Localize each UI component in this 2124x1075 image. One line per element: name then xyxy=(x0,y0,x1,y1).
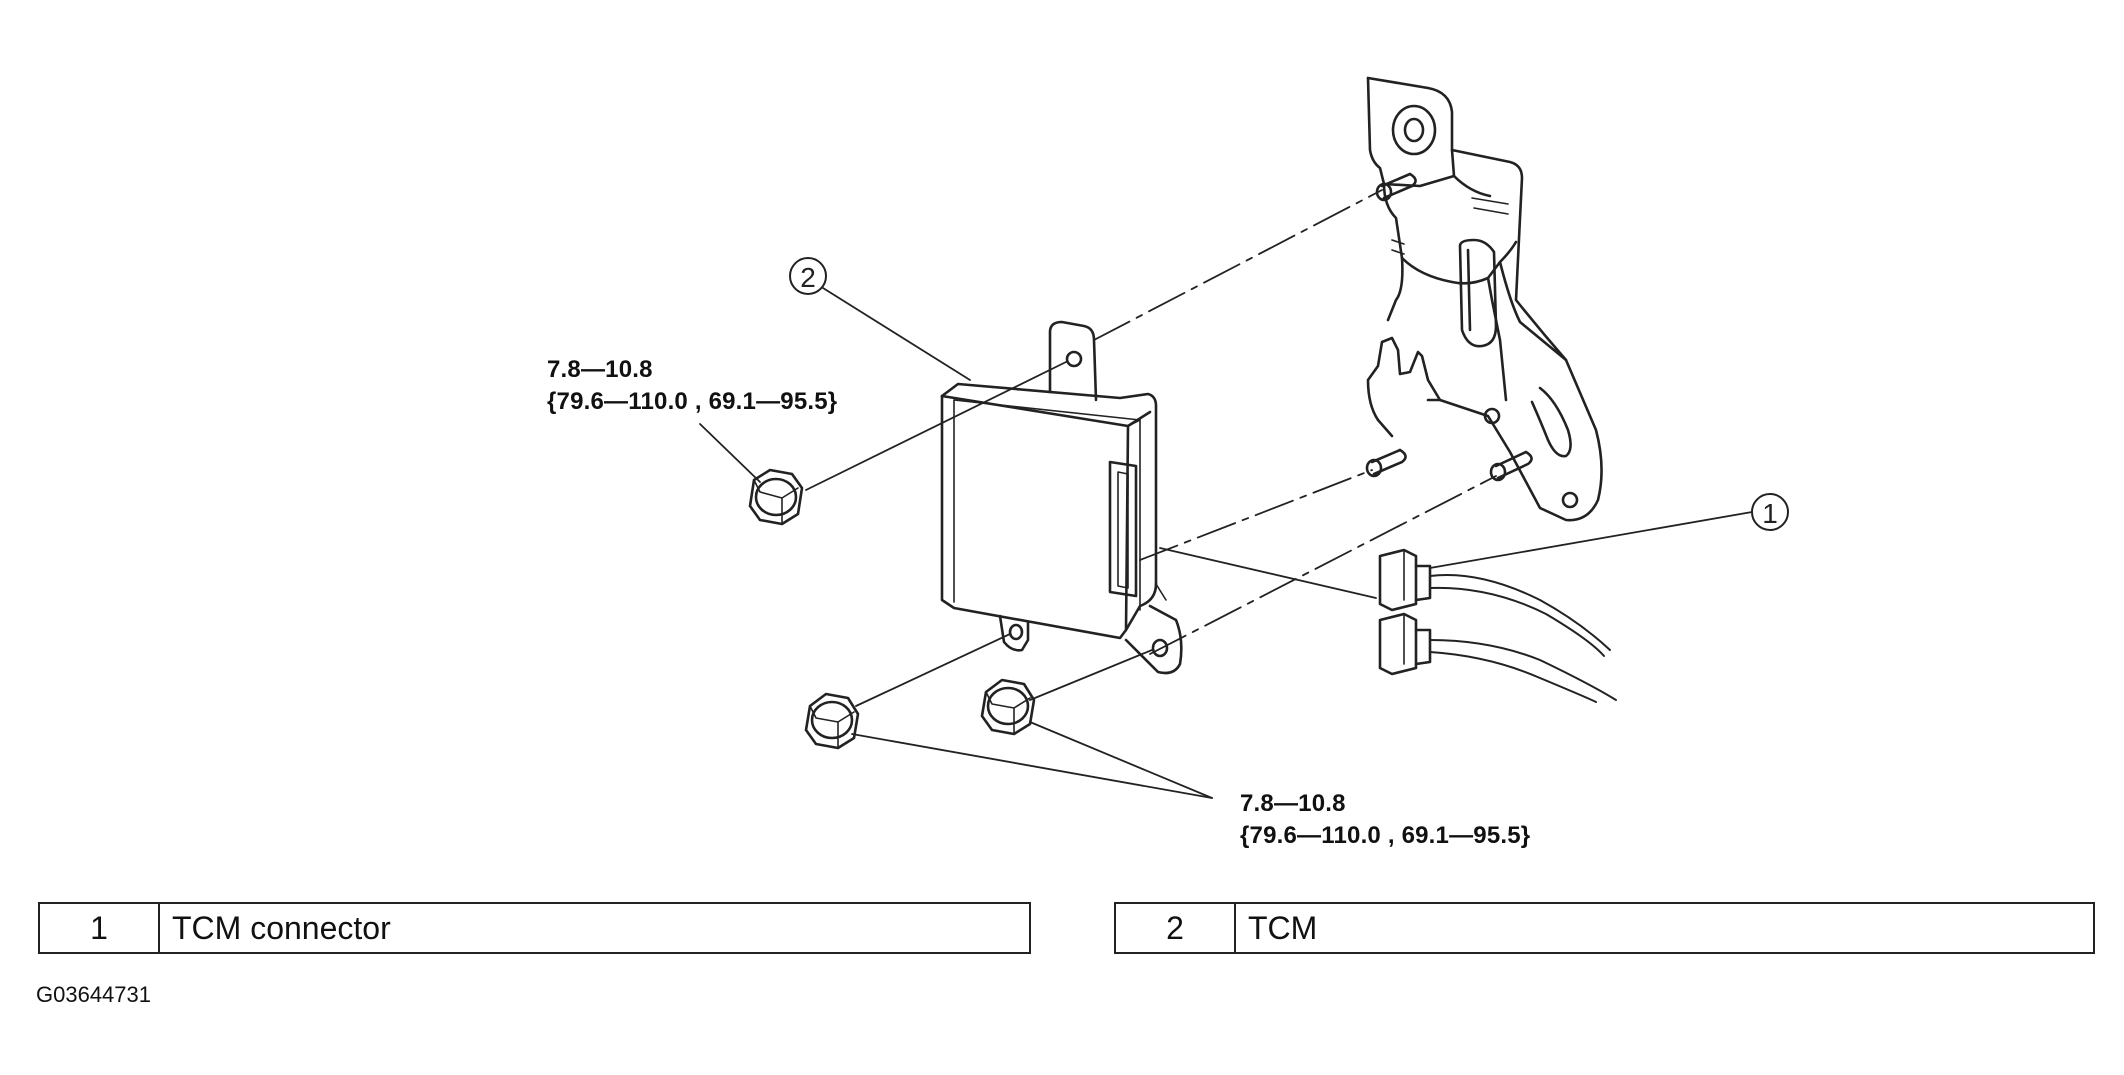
legend-name: TCM xyxy=(1248,909,1318,946)
callout-2: 2 xyxy=(789,257,827,295)
legend-name: TCM connector xyxy=(172,909,391,946)
torque-spec-lower: 7.8—10.8 {79.6—110.0 , 69.1—95.5} xyxy=(1240,788,1530,852)
nut-lower-right xyxy=(980,678,1036,736)
legend-row-2: 2 TCM xyxy=(1114,902,2095,954)
callout-1: 1 xyxy=(1751,493,1789,531)
figure-id: G03644731 xyxy=(36,982,151,1007)
legend-number: 1 xyxy=(40,904,160,952)
callout-2-label: 2 xyxy=(800,262,816,293)
alignment-lines xyxy=(1093,189,1497,655)
torque-upper-line1: 7.8—10.8 xyxy=(547,356,653,383)
callout-1-label: 1 xyxy=(1762,498,1778,529)
legend-row-1: 1 TCM connector xyxy=(38,902,1031,954)
torque-lower-line2: {79.6—110.0 , 69.1—95.5} xyxy=(1240,822,1531,849)
tcm-module xyxy=(940,320,1183,675)
mounting-bracket xyxy=(1365,76,1603,522)
nut-upper-left xyxy=(748,468,804,526)
torque-lower-line1: 7.8—10.8 xyxy=(1240,790,1346,817)
nut-lower-left xyxy=(804,692,860,750)
leader-lines xyxy=(699,287,1753,799)
legend-number: 2 xyxy=(1116,904,1236,952)
tcm-connector xyxy=(1378,548,1617,703)
torque-upper-line2: {79.6—110.0 , 69.1—95.5} xyxy=(547,388,838,415)
torque-spec-upper: 7.8—10.8 {79.6—110.0 , 69.1—95.5} xyxy=(547,354,837,418)
